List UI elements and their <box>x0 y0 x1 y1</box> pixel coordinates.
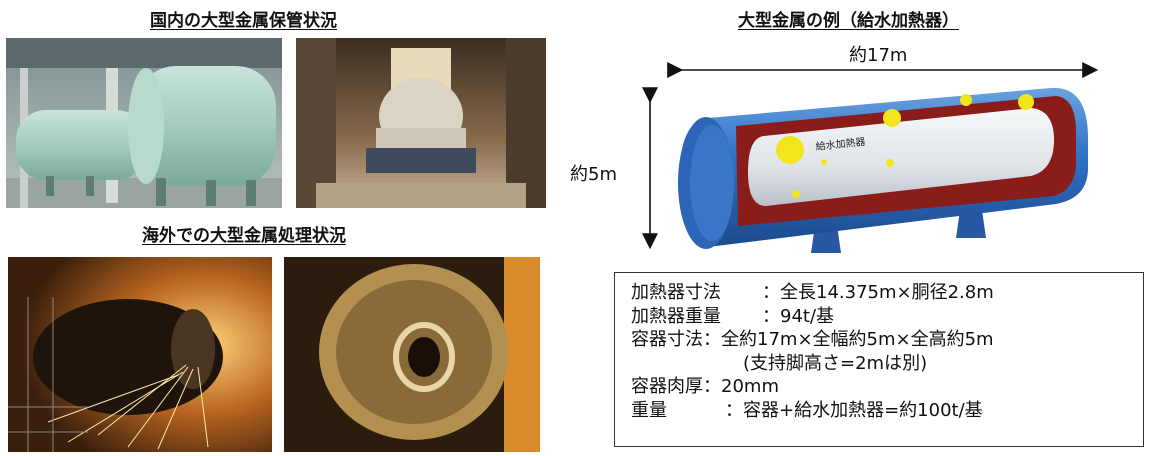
domestic-storage-title: 国内の大型金属保管状況 <box>150 11 337 31</box>
spec-value: ：94t/基 <box>762 305 835 327</box>
spec-value: ：容器+給水加熱器=約100t/基 <box>725 399 983 421</box>
heater-example-title: 大型金属の例（給水加熱器） <box>738 11 959 31</box>
spec-row-total-weight: 重量 ：容器+給水加熱器=約100t/基 <box>631 399 1143 423</box>
spec-row-vessel-size: 容器寸法：全約17m×全幅約5m×全高約5m <box>631 328 1143 352</box>
spec-row-heater-size: 加熱器寸法 ：全長14.375m×胴径2.8m <box>631 281 1143 305</box>
spec-value: (支持脚高さ=2mは別) <box>743 352 928 374</box>
spec-value: ：全長14.375m×胴径2.8m <box>762 282 994 303</box>
length-label: 約17m <box>849 45 908 66</box>
spec-key: 容器寸法 <box>631 329 703 350</box>
dimension-arrows <box>642 62 1099 250</box>
spec-key: 容器肉厚 <box>631 376 703 397</box>
spec-key: 加熱器重量 <box>631 305 721 327</box>
spec-row-vessel-note: (支持脚高さ=2mは別) <box>631 352 1143 376</box>
overseas-processing-title: 海外での大型金属処理状況 <box>142 226 346 246</box>
spec-row-vessel-thickness: 容器肉厚：20mm <box>631 375 1143 399</box>
spec-row-heater-weight: 加熱器重量 ：94t/基 <box>631 305 1143 329</box>
spec-key: 重量 <box>631 399 667 421</box>
spec-key: 加熱器寸法 <box>631 282 721 303</box>
spec-value: ：全約17m×全幅約5m×全高約5m <box>703 329 994 350</box>
spec-box: 加熱器寸法：全長14.375m×胴径2.8m 加熱器重量：94t/基 容器寸法：… <box>614 272 1144 447</box>
overseas-cutting-photo <box>8 257 272 452</box>
height-label: 約5m <box>570 164 617 185</box>
overseas-cut-vessel-photo <box>284 257 540 452</box>
feedwater-heater-illustration: 給水加熱器 <box>678 87 1088 253</box>
storage-hall-photo <box>6 38 282 208</box>
storage-tank-photo <box>296 38 546 208</box>
spec-value: ：20mm <box>703 376 779 397</box>
